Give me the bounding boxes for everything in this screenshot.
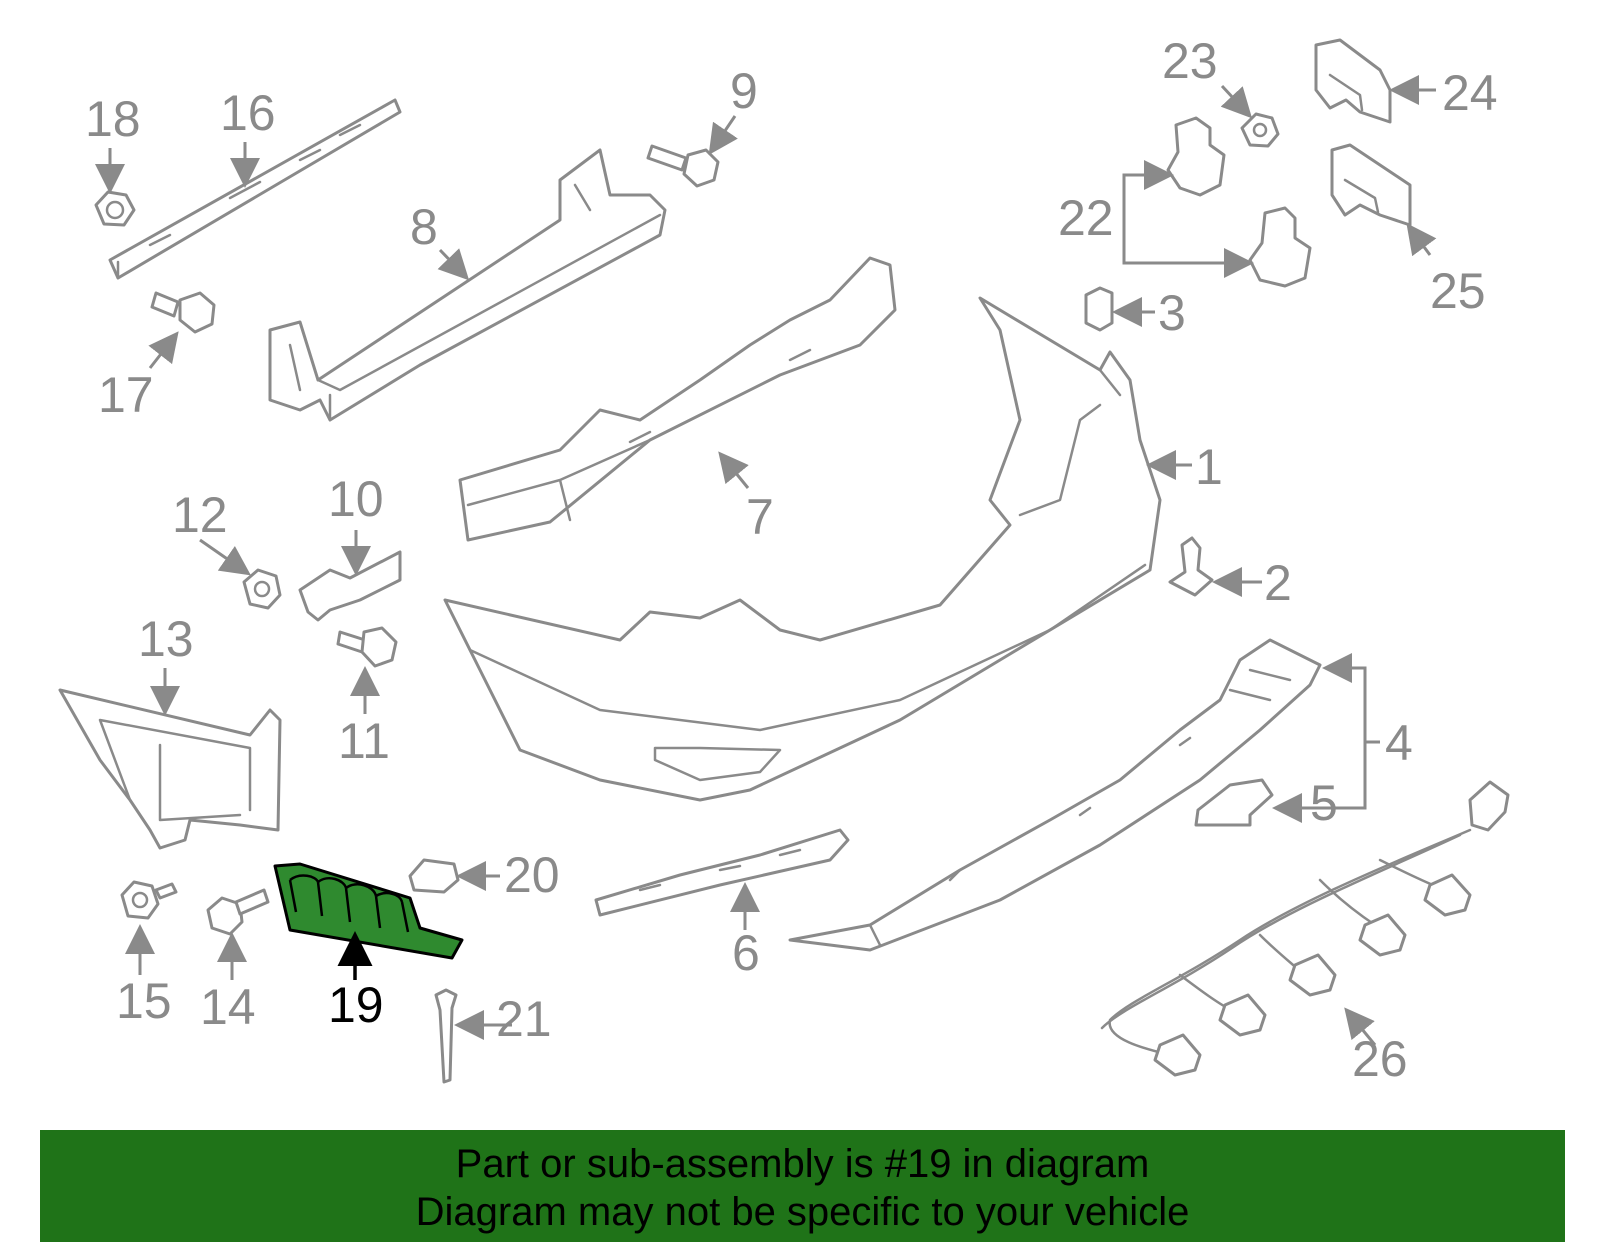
callout-16: 16 [220, 85, 276, 141]
part-11-bolt [336, 626, 398, 668]
callout-9: 9 [730, 63, 758, 119]
part-2-push-pin [1168, 536, 1214, 597]
part-13-side-bracket [58, 688, 282, 850]
part-4-lower-valance [788, 638, 1322, 952]
part-7-energy-absorber [458, 256, 897, 542]
part-6-lower-trim [594, 828, 850, 917]
callout-7: 7 [746, 489, 774, 545]
part-1-bumper-cover [443, 296, 1162, 802]
callout-18: 18 [85, 91, 141, 147]
part-25-bracket [1330, 143, 1412, 227]
info-banner: Part or sub-assembly is #19 in diagram D… [40, 1130, 1565, 1242]
callout-5: 5 [1310, 775, 1338, 831]
part-22-parking-sensors [1166, 116, 1312, 288]
callout-8: 8 [410, 199, 438, 255]
callout-23: 23 [1162, 33, 1218, 89]
callout-12: 12 [172, 487, 228, 543]
part-19-highlighted-shield[interactable] [273, 862, 464, 960]
part-12-nut [242, 568, 282, 610]
callout-3: 3 [1158, 285, 1186, 341]
callout-17: 17 [98, 367, 154, 423]
callout-4: 4 [1385, 715, 1413, 771]
part-9-bolt [646, 144, 720, 188]
part-3-clip [1084, 286, 1114, 332]
part-16-reinforcement-strip [108, 98, 402, 280]
part-21-rivet [434, 988, 458, 1084]
callout-24: 24 [1442, 65, 1498, 121]
callout-6: 6 [732, 925, 760, 981]
callout-10: 10 [328, 471, 384, 527]
callout-20: 20 [504, 847, 560, 903]
callout-11: 11 [338, 713, 390, 769]
callout-22: 22 [1058, 190, 1114, 246]
banner-line-2: Diagram may not be specific to your vehi… [415, 1190, 1190, 1234]
part-24-bracket [1314, 38, 1392, 124]
banner-line-1: Part or sub-assembly is #19 in diagram [455, 1142, 1150, 1186]
part-8-bumper-absorber [268, 148, 667, 422]
callout-15: 15 [116, 973, 172, 1029]
part-17-bolt [150, 291, 216, 334]
part-14-bolt [206, 888, 270, 936]
part-10-bracket [298, 550, 402, 622]
leader-lines [95, 75, 1437, 1046]
callout-21: 21 [496, 991, 552, 1047]
callout-2: 2 [1264, 555, 1292, 611]
part-23-grommet [1240, 112, 1280, 148]
part-20-clip [408, 858, 460, 894]
callout-19-highlighted: 19 [328, 977, 384, 1033]
callout-1: 1 [1195, 439, 1223, 495]
part-15-nut [120, 880, 178, 920]
part-5-bracket [1194, 778, 1274, 827]
callout-25: 25 [1430, 263, 1486, 319]
callout-26: 26 [1352, 1031, 1408, 1087]
callout-13: 13 [138, 611, 194, 667]
part-18-nut [94, 190, 136, 227]
callout-labels: 18 16 17 9 8 7 1 3 2 22 23 24 25 12 10 1… [85, 33, 1498, 1087]
part-26-wiring-harness [1100, 780, 1510, 1077]
callout-14: 14 [200, 979, 256, 1035]
